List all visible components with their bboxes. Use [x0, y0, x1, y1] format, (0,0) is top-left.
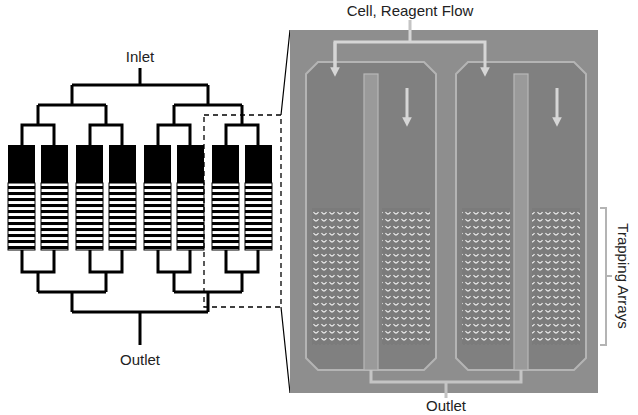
channel-schematic — [8, 68, 272, 345]
zoom-box — [204, 115, 281, 307]
port-label: Outlet — [426, 398, 466, 415]
port-label: Inlet — [126, 49, 154, 66]
port-label: Outlet — [120, 352, 160, 369]
region-label: Trapping Arrays — [615, 223, 632, 328]
micrograph — [290, 30, 598, 393]
array-bracket — [600, 208, 612, 345]
flow-label: Cell, Reagent Flow — [347, 3, 474, 20]
zoom-line — [281, 30, 290, 393]
channel-stub — [410, 20, 446, 398]
